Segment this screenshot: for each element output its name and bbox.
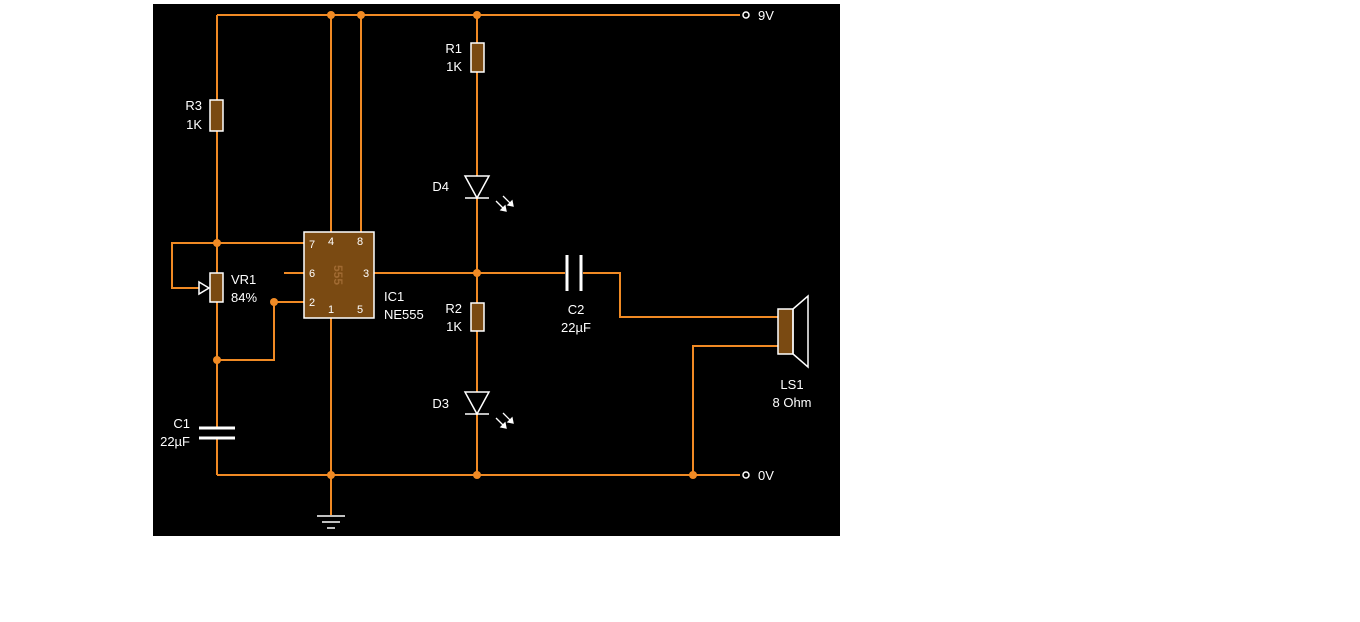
potentiometer-vr1[interactable]: VR1 84%	[198, 272, 257, 305]
ic-pin-4: 4	[328, 236, 334, 248]
terminal-circle	[742, 11, 750, 19]
junction-dot	[473, 269, 481, 277]
ic-pin-6: 6	[309, 268, 315, 280]
r1-ref: R1	[445, 41, 462, 56]
wires	[171, 14, 778, 515]
rail-0v-label: 0V	[758, 468, 774, 483]
r2-ref: R2	[445, 301, 462, 316]
r3-value: 1K	[186, 117, 202, 132]
d4-ref: D4	[432, 179, 449, 194]
circuit-canvas: 9V 0V R3 1K VR1 84% C1 22µF 555 7 6 2 4 …	[153, 4, 840, 536]
wiper-arrow-icon	[198, 280, 211, 296]
led-d4[interactable]: D4	[432, 175, 514, 212]
ic-chip-text: 555	[331, 265, 345, 285]
speaker-cone-icon	[792, 294, 809, 369]
resistor-body	[470, 42, 485, 73]
rail-9v-label: 9V	[758, 8, 774, 23]
led-d3[interactable]: D3	[432, 391, 514, 429]
resistor-r3[interactable]: R3 1K	[185, 98, 224, 132]
r1-value: 1K	[446, 59, 462, 74]
wire-vr1-wiper	[171, 242, 217, 289]
resistor-body	[470, 302, 485, 332]
wire-c2-speaker	[583, 272, 778, 318]
ic-pin-3: 3	[363, 268, 369, 280]
c1-ref: C1	[173, 416, 190, 431]
vr1-value: 84%	[231, 290, 257, 305]
capacitor-c2[interactable]: C2 22µF	[561, 255, 591, 335]
ground-icon	[317, 515, 345, 529]
junctions	[213, 11, 697, 479]
resistor-r1[interactable]: R1 1K	[445, 41, 485, 74]
ls1-ref: LS1	[780, 377, 803, 392]
terminal-9v: 9V	[742, 8, 774, 23]
ls1-value: 8 Ohm	[772, 395, 811, 410]
vr1-ref: VR1	[231, 272, 256, 287]
junction-dot	[689, 471, 697, 479]
d3-ref: D3	[432, 396, 449, 411]
speaker-body	[777, 308, 794, 355]
ic1-value: NE555	[384, 307, 424, 322]
ic-pin-1: 1	[328, 304, 334, 316]
r2-value: 1K	[446, 319, 462, 334]
junction-dot	[473, 471, 481, 479]
ic-pin-2: 2	[309, 297, 315, 309]
r3-ref: R3	[185, 98, 202, 113]
schematic: 9V 0V R3 1K VR1 84% C1 22µF 555 7 6 2 4 …	[160, 8, 812, 529]
junction-dot	[357, 11, 365, 19]
light-emission-icon	[495, 412, 514, 429]
diode-triangle	[463, 175, 491, 200]
junction-dot	[327, 471, 335, 479]
junction-dot	[473, 11, 481, 19]
resistor-r2[interactable]: R2 1K	[445, 301, 485, 334]
diode-triangle	[463, 391, 491, 416]
junction-dot	[327, 11, 335, 19]
junction-dot	[270, 298, 278, 306]
c2-ref: C2	[568, 302, 585, 317]
capacitor-c1[interactable]: C1 22µF	[160, 416, 235, 449]
speaker-ls1[interactable]: LS1 8 Ohm	[772, 294, 812, 410]
ic-pin-5: 5	[357, 304, 363, 316]
ic-pin-7: 7	[309, 239, 315, 251]
junction-dot	[213, 239, 221, 247]
c1-value: 22µF	[160, 434, 190, 449]
ic1-ref: IC1	[384, 289, 404, 304]
resistor-body	[209, 99, 224, 132]
wire-speaker-gnd	[692, 345, 778, 475]
ic-body	[303, 231, 375, 319]
light-emission-icon	[495, 195, 514, 212]
potentiometer-body	[209, 272, 224, 303]
terminal-0v: 0V	[742, 468, 774, 483]
junction-dot	[213, 356, 221, 364]
wire-pin2-c1	[217, 302, 275, 361]
terminal-circle	[742, 471, 750, 479]
ic-pin-8: 8	[357, 236, 363, 248]
ic-555[interactable]: 555 7 6 2 4 8 3 1 5 IC1 NE555	[303, 231, 424, 322]
c2-value: 22µF	[561, 320, 591, 335]
